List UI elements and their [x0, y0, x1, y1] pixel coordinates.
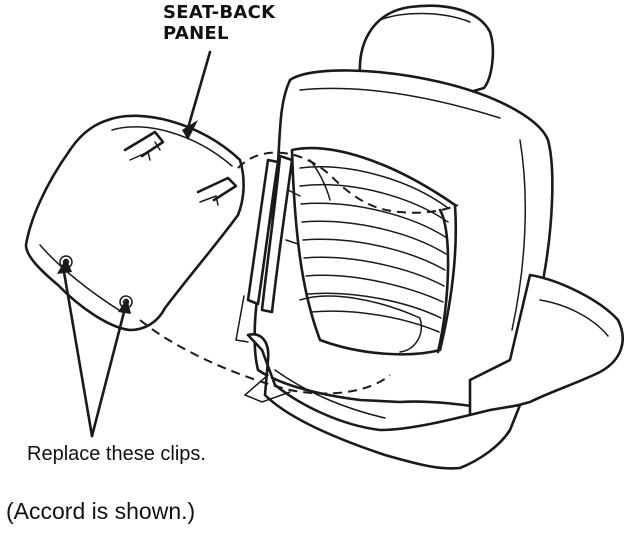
seat-back-panel [24, 114, 245, 332]
seat-cushion [468, 273, 624, 420]
model-note: (Accord is shown.) [6, 498, 196, 524]
clip-arrows [57, 258, 131, 438]
seat-back-panel-label-line1: SEAT-BACK [163, 2, 276, 23]
panel-hook-lower [196, 176, 238, 206]
seat-back-panel-label-line2: PANEL [163, 23, 229, 44]
panel-hook-upper [123, 130, 165, 161]
seat-base [243, 333, 522, 470]
seat-back-panel-label: SEAT-BACK PANEL [163, 2, 275, 44]
panel-callout-arrow [182, 50, 212, 140]
seat-frame [235, 146, 458, 356]
guide-lines [139, 151, 459, 395]
replace-clips-label: Replace these clips. [27, 443, 206, 465]
